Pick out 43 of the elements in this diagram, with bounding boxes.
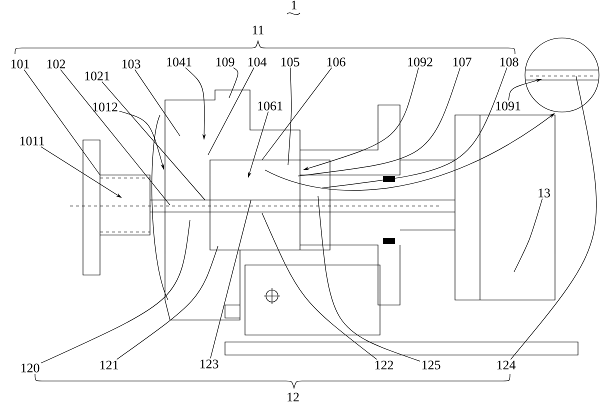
- callout-number: 1012: [93, 102, 118, 112]
- leader-line: [514, 198, 543, 272]
- callout-number: 107: [453, 58, 472, 66]
- leader-line: [322, 67, 508, 188]
- callout-number: 121: [100, 360, 118, 370]
- callout-number: 1092: [408, 58, 432, 66]
- callout-number: 122: [375, 360, 394, 370]
- callout-number: 1021: [85, 72, 110, 80]
- callout-number: 13: [538, 188, 550, 198]
- callout-number: 120: [21, 364, 40, 372]
- callout-number: 1011: [20, 136, 44, 146]
- leader-line: [208, 67, 254, 156]
- leader-line: [510, 76, 597, 360]
- leader-line: [60, 69, 170, 206]
- callout-number: 11: [252, 26, 264, 34]
- callout-number: 101: [11, 60, 29, 68]
- leader-line: [116, 246, 218, 360]
- callout-number: 12: [288, 392, 299, 402]
- callout-number: 106: [327, 58, 346, 66]
- callout-number: 109: [216, 58, 234, 66]
- leader-line: [24, 69, 100, 176]
- leader-line: [102, 81, 206, 200]
- leader-line: [134, 69, 180, 136]
- leader-line: [210, 200, 252, 359]
- leader-line: [298, 67, 460, 176]
- callout-number: 1091: [496, 102, 520, 110]
- callout-number: 125: [422, 360, 440, 370]
- callout-number: 1: [292, 0, 296, 10]
- callout-number: 105: [281, 58, 300, 66]
- callout-number: 104: [248, 58, 267, 66]
- callout-number: 108: [500, 58, 518, 66]
- callout-number: 1041: [167, 58, 192, 66]
- leader-line: [288, 67, 292, 166]
- callout-number: 123: [200, 360, 218, 368]
- leader-line: [262, 212, 378, 360]
- leader-line: [228, 67, 238, 98]
- callout-number: 103: [122, 60, 140, 68]
- leader-line: [262, 67, 332, 160]
- leader-line: [318, 196, 420, 362]
- callout-number: 124: [497, 360, 516, 370]
- callout-number: 102: [47, 60, 66, 68]
- leader-line: [40, 220, 190, 364]
- callout-number: 1061: [258, 102, 282, 110]
